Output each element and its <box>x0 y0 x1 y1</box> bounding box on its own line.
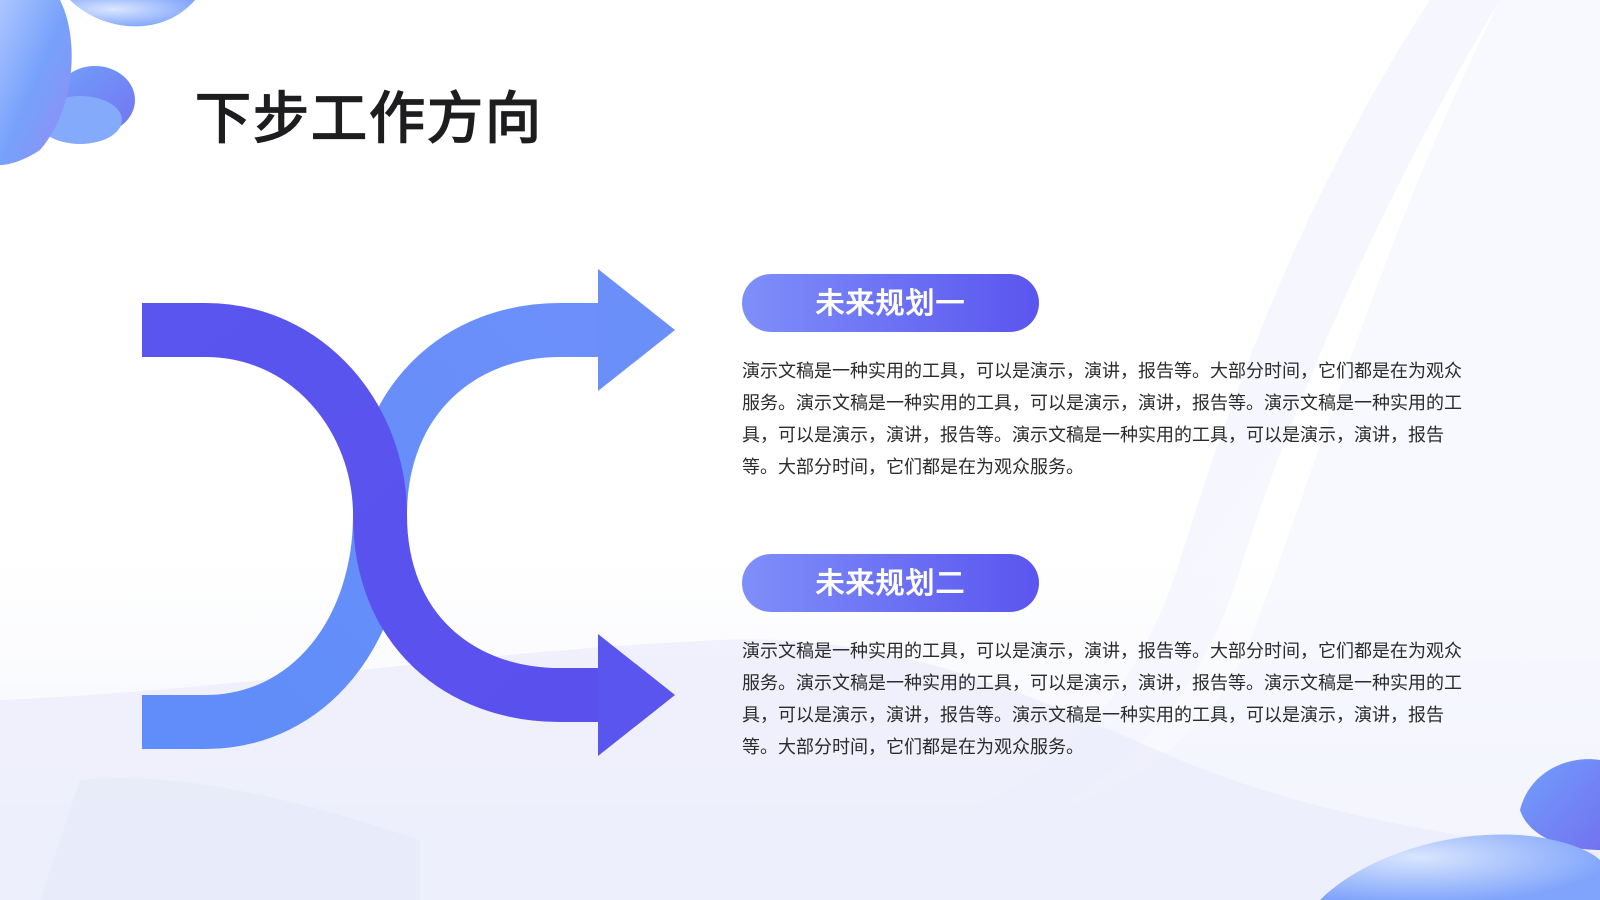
plan-label-pill-1: 未来规划一 <box>742 274 1039 332</box>
plan-item-2: 未来规划二 演示文稿是一种实用的工具，可以是演示，演讲，报告等。大部分时间，它们… <box>742 554 1462 764</box>
page-title: 下步工作方向 <box>195 87 543 152</box>
plan-description-2: 演示文稿是一种实用的工具，可以是演示，演讲，报告等。大部分时间，它们都是在为观众… <box>742 641 1462 758</box>
plan-label-pill-2: 未来规划二 <box>742 554 1039 612</box>
bottom-right-blob <box>1320 759 1600 900</box>
dark-arrow <box>142 303 675 756</box>
plan-item-1: 未来规划一 演示文稿是一种实用的工具，可以是演示，演讲，报告等。大部分时间，它们… <box>742 274 1462 484</box>
plan-description-1: 演示文稿是一种实用的工具，可以是演示，演讲，报告等。大部分时间，它们都是在为观众… <box>742 361 1462 478</box>
top-left-blob <box>0 0 195 165</box>
